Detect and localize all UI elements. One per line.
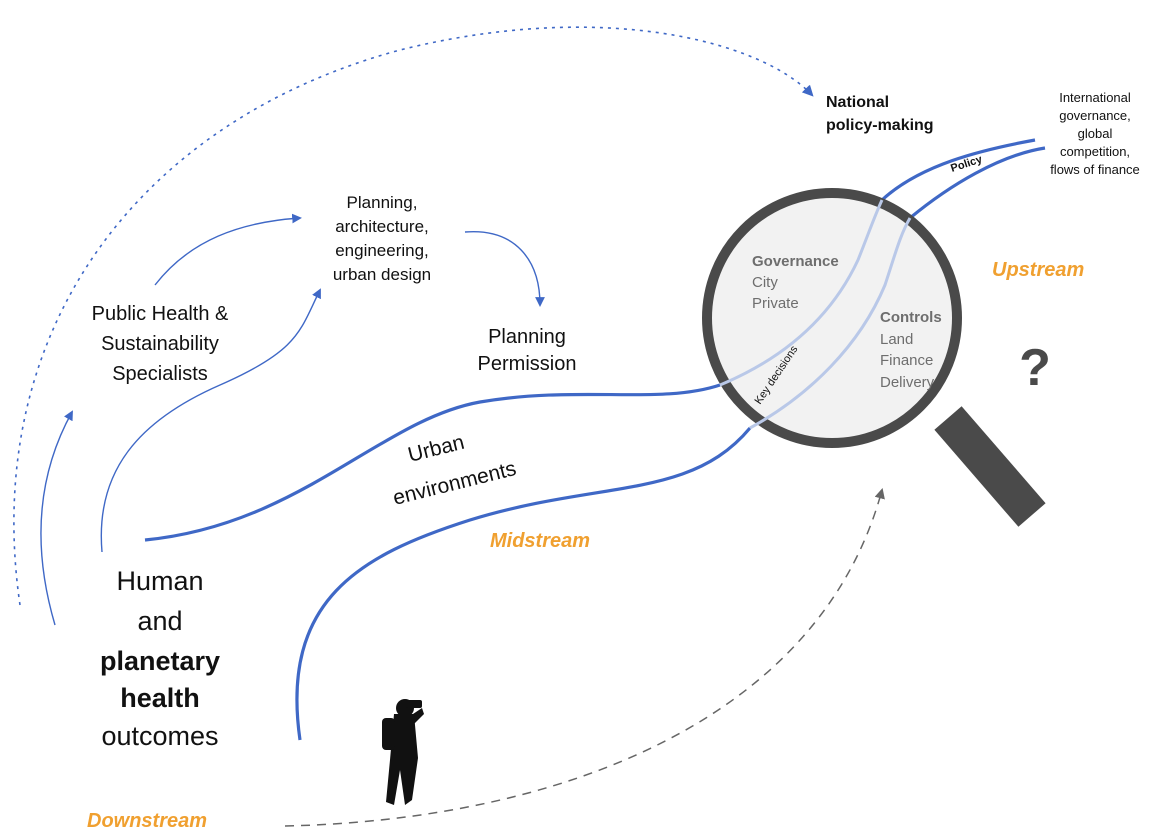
- policy-channel-upper: [880, 138, 1036, 202]
- international-line2: governance,: [1059, 108, 1131, 123]
- magnifying-glass-icon: [702, 188, 1046, 527]
- river-bank-upper: [144, 383, 721, 542]
- outcomes-line1: Human: [116, 566, 203, 596]
- person-with-binoculars-icon: [382, 699, 424, 805]
- governance-heading: Governance: [752, 253, 839, 270]
- outcomes-line4: health: [120, 683, 200, 713]
- public-health-line3: Specialists: [112, 363, 208, 385]
- international-line3: global: [1078, 126, 1113, 141]
- international-line4: competition,: [1060, 144, 1130, 159]
- arrow-planning-to-permission: [464, 231, 545, 307]
- planning-label: Planning, architecture, engineering, urb…: [333, 193, 431, 284]
- stage-downstream: Downstream: [87, 810, 207, 830]
- public-health-label: Public Health & Sustainability Specialis…: [92, 303, 229, 385]
- public-health-line1: Public Health &: [92, 303, 229, 325]
- arrow-specialists-to-planning: [154, 213, 302, 286]
- controls-heading: Controls: [880, 309, 942, 326]
- planning-line3: engineering,: [335, 241, 429, 260]
- public-health-line2: Sustainability: [101, 333, 219, 355]
- stage-upstream: Upstream: [992, 259, 1084, 281]
- governance-private: Private: [752, 295, 799, 312]
- stage-midstream: Midstream: [490, 530, 590, 552]
- dashed-observer-arrow: [284, 487, 885, 827]
- national-policy-label-2: policy-making: [826, 117, 934, 134]
- urban-label: Urban: [406, 431, 467, 467]
- controls-land: Land: [880, 331, 913, 348]
- outcomes-line5: outcomes: [101, 721, 218, 751]
- dotted-feedback-arc: [13, 26, 814, 606]
- policy-channel-lower: [908, 146, 1046, 220]
- controls-delivery: Delivery: [880, 374, 935, 391]
- planning-line4: urban design: [333, 265, 431, 284]
- arrow-outcomes-to-planning: [100, 288, 321, 553]
- planning-permission-label: Planning Permission: [478, 326, 577, 375]
- controls-finance: Finance: [880, 352, 933, 369]
- planning-permission-line1: Planning: [488, 326, 566, 348]
- arrow-outcomes-to-specialists: [40, 410, 73, 626]
- outcomes-line2: and: [137, 606, 182, 636]
- planning-permission-line2: Permission: [478, 353, 577, 375]
- international-line5: flows of finance: [1050, 162, 1140, 177]
- outcomes-label: Human and planetary health outcomes: [100, 566, 220, 751]
- governance-city: City: [752, 274, 778, 291]
- planning-line1: Planning,: [347, 193, 418, 212]
- international-line1: International: [1059, 90, 1131, 105]
- national-policy-label: National: [826, 94, 889, 111]
- international-label: International governance, global competi…: [1050, 90, 1140, 177]
- planning-line2: architecture,: [335, 217, 429, 236]
- river-bank-lower: [295, 426, 752, 741]
- question-mark: ?: [1019, 339, 1051, 397]
- outcomes-line3: planetary: [100, 646, 220, 676]
